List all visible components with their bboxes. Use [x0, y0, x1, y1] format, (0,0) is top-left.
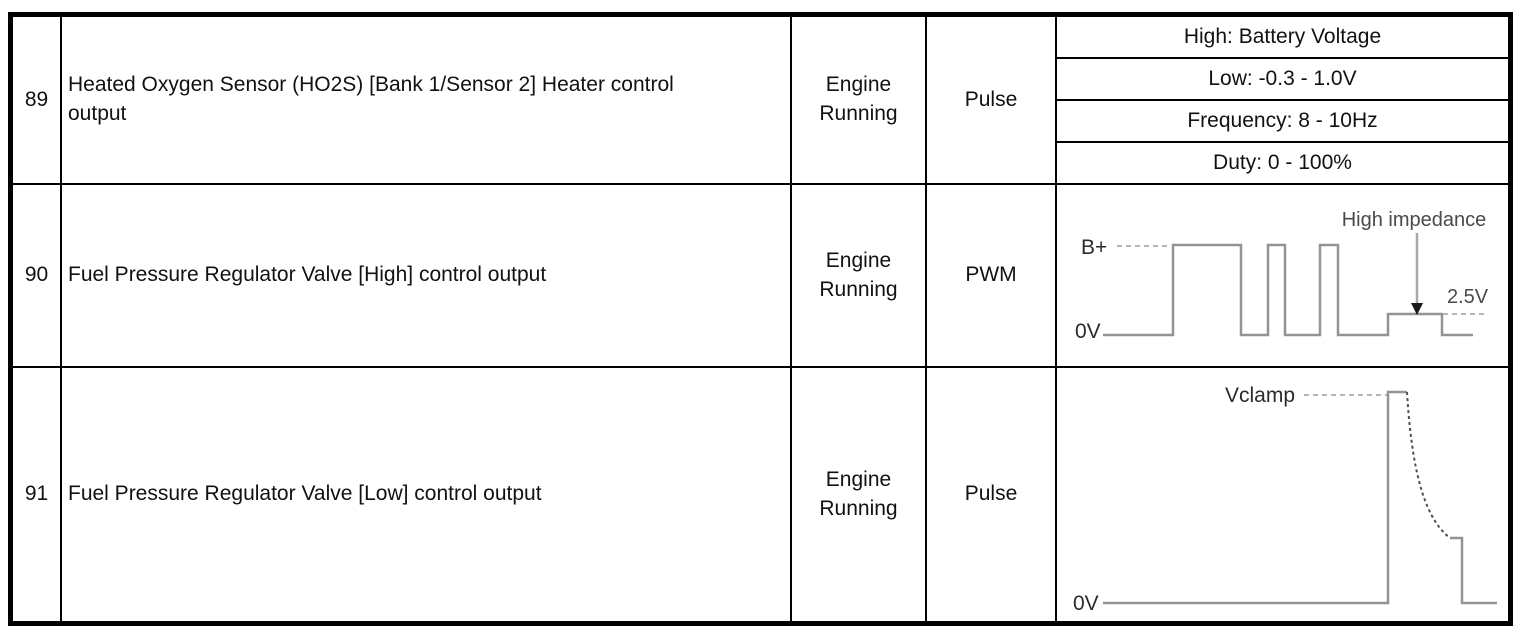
- condition-text: Engine Running: [819, 467, 898, 520]
- spec-low: Low: -0.3 - 1.0V: [1057, 59, 1508, 101]
- description-cell: Fuel Pressure Regulator Valve [Low] cont…: [62, 368, 792, 621]
- description-cell: Fuel Pressure Regulator Valve [High] con…: [62, 185, 792, 368]
- pin-number-cell: 90: [13, 185, 62, 368]
- waveform-high-label: B+: [1081, 236, 1107, 259]
- signal-type-text: Pulse: [964, 87, 1018, 111]
- spec-frequency: Frequency: 8 - 10Hz: [1057, 101, 1508, 143]
- signal-type-cell: PWM: [927, 185, 1057, 368]
- spec-high-text: High: Battery Voltage: [1183, 24, 1382, 48]
- signal-type-text: Pulse: [964, 482, 1018, 506]
- waveform-low-label: 0V: [1075, 320, 1101, 343]
- pin-number: 91: [24, 482, 49, 506]
- waveform-low-label: 0V: [1073, 592, 1099, 615]
- signal-spec-table: 89 Heated Oxygen Sensor (HO2S) [Bank 1/S…: [8, 12, 1513, 626]
- condition-text: Engine Running: [819, 73, 898, 125]
- spec-duty: Duty: 0 - 100%: [1057, 143, 1508, 183]
- spec-high: High: Battery Voltage: [1057, 17, 1508, 59]
- pulse-waveform-diagram: Vclamp 0V: [1073, 384, 1497, 615]
- pwm-waveform-diagram: B+ 0V High impedance 2.5V: [1075, 209, 1489, 343]
- pin-number: 89: [24, 87, 49, 111]
- pin-number-cell: 89: [13, 17, 62, 185]
- signal-type-cell: Pulse: [927, 368, 1057, 621]
- spec-duty-text: Duty: 0 - 100%: [1213, 150, 1352, 174]
- pulse-tail-line: [1450, 536, 1497, 605]
- pin-description: Fuel Pressure Regulator Valve [High] con…: [68, 263, 547, 287]
- high-impedance-arrowhead: [1411, 303, 1423, 315]
- pulse-decay-curve: [1406, 391, 1451, 539]
- waveform-peak-label: Vclamp: [1225, 384, 1295, 407]
- pin-number: 90: [24, 263, 49, 287]
- signal-type-cell: Pulse: [927, 17, 1057, 185]
- pulse-waveform-cell: Vclamp 0V: [1057, 368, 1508, 621]
- condition-cell: Engine Running: [792, 185, 927, 368]
- pin-description: Heated Oxygen Sensor (HO2S) [Bank 1/Sens…: [68, 73, 674, 125]
- condition-text: Engine Running: [819, 248, 898, 301]
- waveform-mid-label: 2.5V: [1447, 286, 1489, 308]
- pwm-waveform-cell: B+ 0V High impedance 2.5V: [1057, 185, 1508, 368]
- condition-cell: Engine Running: [792, 17, 927, 185]
- waveform-annotation: High impedance: [1342, 209, 1487, 231]
- pin-description: Fuel Pressure Regulator Valve [Low] cont…: [68, 482, 542, 506]
- spec-low-text: Low: -0.3 - 1.0V: [1208, 66, 1357, 90]
- signal-type-text: PWM: [965, 263, 1017, 287]
- spec-frequency-text: Frequency: 8 - 10Hz: [1187, 108, 1378, 132]
- spec-list-cell: High: Battery Voltage Low: -0.3 - 1.0V F…: [1057, 17, 1508, 185]
- pin-number-cell: 91: [13, 368, 62, 621]
- description-cell: Heated Oxygen Sensor (HO2S) [Bank 1/Sens…: [62, 17, 792, 185]
- condition-cell: Engine Running: [792, 368, 927, 621]
- pwm-square-wave: [1103, 243, 1473, 337]
- pulse-rise-line: [1103, 390, 1407, 605]
